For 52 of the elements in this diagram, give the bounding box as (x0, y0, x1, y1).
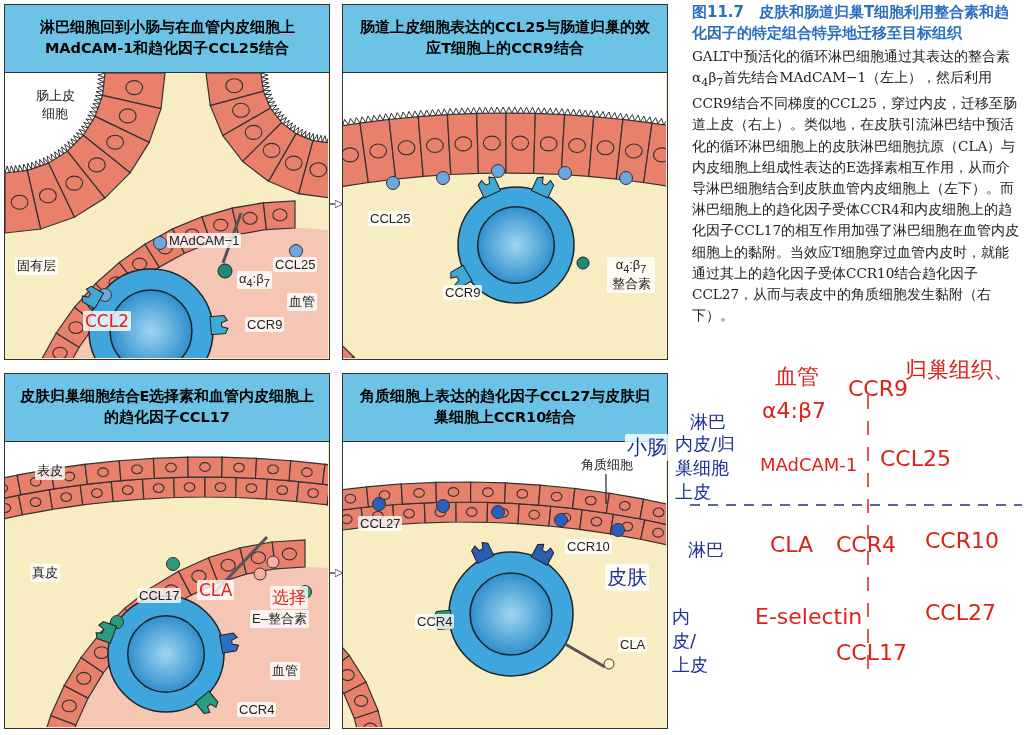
structure-label: α$_{4}$:β$_{7}$ 整合素 (607, 257, 655, 293)
handwritten-note: 皮肤 (605, 564, 649, 591)
body-text: GALT中预活化的循环淋巴细胞通过其表达的整合素α$_{4}$β$_{7}$首先结合MAdCAM−1（左上），然后利用CCR9结合不同梯度的CCL25，穿过内皮，迁移至肠道上皮（右上）。类似地，在皮肤引流淋巴结中预活化的循环淋巴细胞上的皮肤淋巴细胞抗原（CLA）与内皮细胞上组成性表达的E选择素相互作用，从而介导淋巴细胞结合到皮肤血管内皮细胞上（左下）。而淋巴细胞上的趋化因子受体CCR4和内皮细胞上的趋化因子CCL17的相互作用加强了淋巴细胞在血管内皮细胞上的黏附。当效应T细胞穿过血管内皮时，就能通过其上的趋化因子受体CCR10结合趋化因子CCL27，从而与表皮中的角质细胞发生黏附（右下）。 (692, 47, 1021, 326)
structure-label: 血管 (287, 293, 317, 311)
structure-label: α$_{4}$:β$_{7}$ (237, 271, 272, 289)
figure-panel (4, 373, 330, 729)
handwritten-note: CCR4 (836, 532, 896, 557)
structure-label: CCR10 (565, 539, 612, 554)
handwritten-note: CCL27 (925, 600, 996, 625)
structure-label: CLA (618, 637, 648, 652)
structure-label: CCR9 (245, 317, 285, 332)
structure-label: 血管 (270, 662, 300, 680)
handwritten-note: CCL17 (836, 640, 907, 665)
panel-heading: 皮肤归巢细胞结合E选择素和血管内皮细胞上的趋化因子CCL17 (5, 374, 329, 442)
structure-label: CCL17 (137, 588, 182, 603)
structure-label: 真皮 (30, 564, 60, 582)
structure-label: MAdCAM−1 (167, 233, 242, 248)
figure-panel (342, 4, 668, 360)
structure-label: 角质细胞 (579, 456, 635, 474)
structure-label: CCR4 (237, 702, 277, 717)
structure-label: 肠上皮细胞 (33, 87, 77, 123)
handwritten-note: MAdCAM-1 (760, 454, 858, 475)
structure-label: CCR4 (415, 614, 455, 629)
handwritten-note: CCL2 (83, 311, 132, 331)
handwritten-note: 内皮/归巢细胞上皮 (675, 432, 737, 504)
structure-label: CCL25 (273, 257, 318, 272)
handwritten-note: 淋巴 (688, 538, 724, 562)
structure-label: 固有层 (15, 257, 58, 275)
handwritten-note: CLA (770, 532, 814, 557)
leader-line (605, 473, 607, 505)
handwritten-note: 淋巴 (690, 410, 726, 434)
figure-panel (4, 4, 330, 360)
handwritten-note: 内皮/上皮 (672, 605, 709, 677)
handwritten-note: CCR10 (925, 528, 999, 553)
handwritten-note: 选择 (270, 586, 308, 609)
handwritten-note: 归巢组织、 (905, 356, 1015, 382)
panel-arrow (329, 199, 344, 209)
structure-label: E–整合素 (250, 610, 309, 628)
structure-label: 表皮 (35, 462, 65, 480)
figure-panel (342, 373, 668, 729)
handwritten-note: CCL25 (880, 446, 951, 471)
panel-arrow (329, 568, 344, 578)
structure-label: CCL25 (368, 211, 413, 226)
handwritten-note: E-selectin (755, 604, 863, 629)
handwritten-note: 血管 (775, 363, 819, 391)
panel-heading: 淋巴细胞回到小肠与在血管内皮细胞上MAdCAM-1和趋化因子CCL25结合 (5, 5, 329, 73)
handwritten-note: α4:β7 (762, 398, 826, 423)
panel-heading: 肠道上皮细胞表达的CCL25与肠道归巢的效应T细胞上的CCR9结合 (343, 5, 667, 73)
structure-label: CCL27 (358, 516, 403, 531)
figure-caption: 图11.7 皮肤和肠道归巢T细胞利用整合素和趋化因子的特定组合特异地迁移至目标组织 (692, 2, 1011, 44)
structure-label: CCR9 (443, 285, 483, 300)
handwritten-note: CLA (197, 580, 235, 600)
